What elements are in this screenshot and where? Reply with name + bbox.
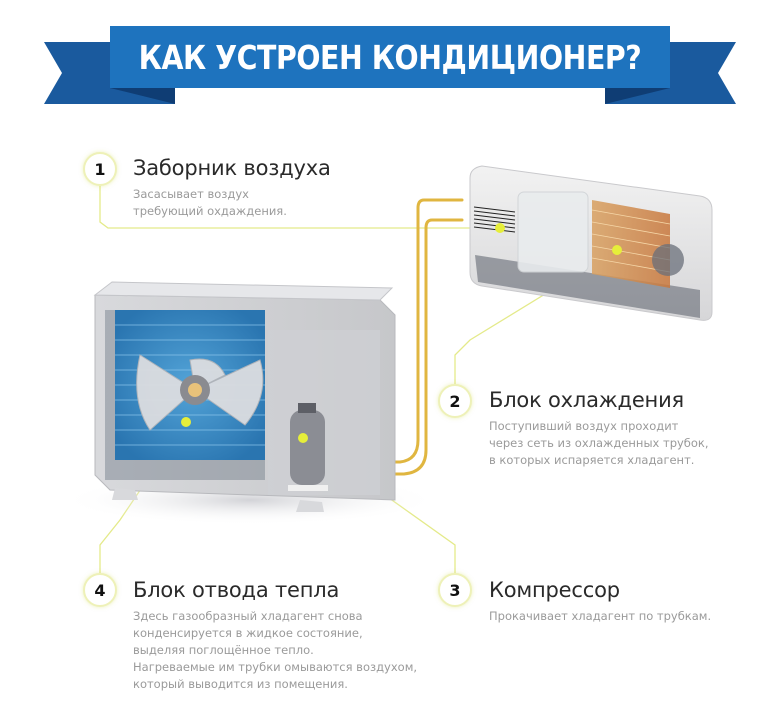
step-badge-4: 4: [83, 573, 117, 607]
refrigerant-pipes: [386, 198, 464, 476]
callout-title: Заборник воздуха: [133, 156, 331, 180]
callout-description: Здесь газообразный хладагент снова конде…: [133, 609, 418, 691]
step-badge-2: 2: [438, 384, 472, 418]
page-title: КАК УСТРОЕН КОНДИЦИОНЕР?: [138, 37, 642, 77]
title-banner: КАК УСТРОЕН КОНДИЦИОНЕР?: [0, 0, 780, 110]
callout-title: Компрессор: [489, 578, 620, 602]
callout-description: Засасывает воздух требующий охдаждения.: [133, 187, 287, 218]
step-badge-1: 1: [83, 152, 117, 186]
fan-blades: [136, 354, 264, 431]
ribbon-shape: [44, 26, 736, 104]
callout-description: Поступивший воздух проходит через сеть и…: [489, 419, 709, 467]
indoor-unit: [469, 165, 713, 321]
callout-title: Блок охлаждения: [489, 388, 684, 412]
step-badge-3: 3: [438, 573, 472, 607]
callout-title: Блок отвода тепла: [133, 578, 340, 602]
outdoor-unit: [60, 281, 440, 525]
callout-description: Прокачивает хладагент по трубкам.: [489, 609, 712, 623]
